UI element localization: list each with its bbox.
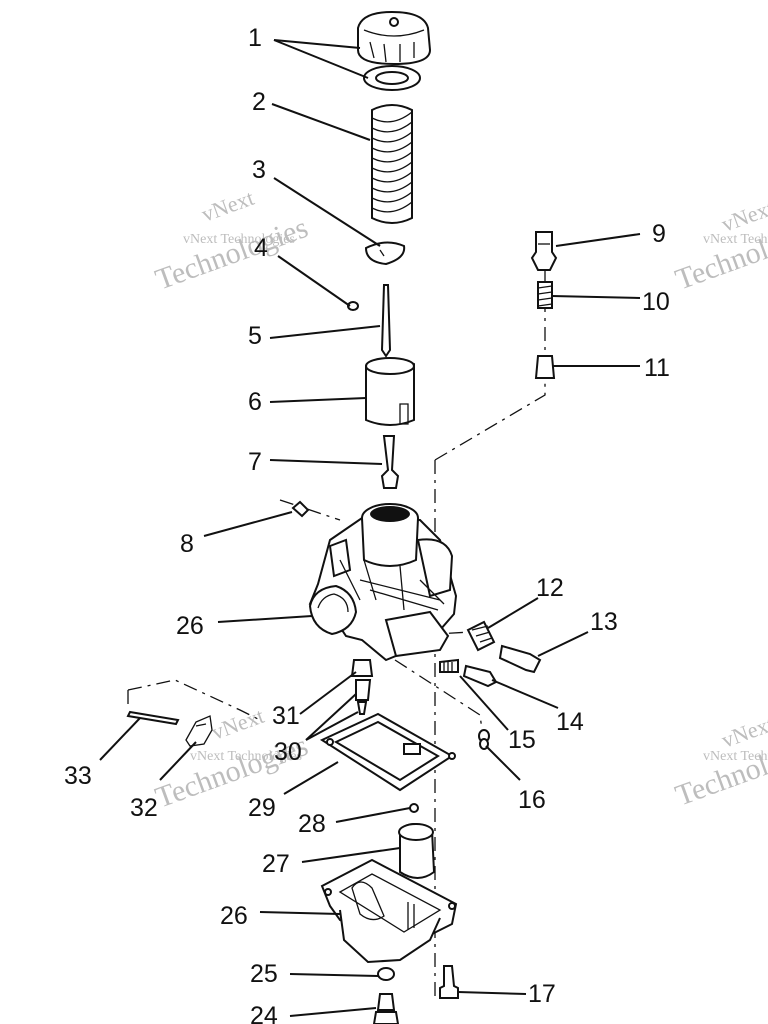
watermark: vNext vNext Technologies Technologies vN… [151, 185, 768, 815]
callout-31: 31 [272, 702, 300, 730]
part-cap [357, 10, 432, 66]
callout-2: 2 [252, 88, 266, 116]
part-drain-plug [372, 993, 400, 1024]
callout-10: 10 [642, 288, 670, 316]
callout-15: 15 [508, 726, 536, 754]
part-ball [409, 803, 419, 813]
part-plug [291, 500, 310, 518]
callout-9: 9 [652, 220, 666, 248]
part-idle-screw [498, 644, 542, 674]
watermark-text: vNext Technologies [183, 232, 295, 247]
part-needle-jet [380, 435, 400, 489]
callout-16: 16 [518, 786, 546, 814]
callout-17: 17 [528, 980, 556, 1008]
callout-26-lower: 26 [220, 902, 248, 930]
part-bowl-screw [439, 965, 459, 999]
watermark-text: vNext [718, 195, 768, 237]
callout-labels: 1 2 3 4 5 6 7 8 9 10 11 12 13 14 15 16 1… [64, 24, 670, 1024]
callout-27: 27 [262, 850, 290, 878]
callout-24: 24 [250, 1002, 278, 1024]
part-fitting [530, 231, 558, 271]
part-pilot-screw [462, 664, 498, 688]
leader-lines [99, 39, 641, 1017]
callout-7: 7 [248, 448, 262, 476]
part-float-bowl [320, 858, 458, 964]
callout-6: 6 [248, 388, 262, 416]
part-spring-screw [466, 620, 496, 652]
callout-30: 30 [274, 738, 302, 766]
part-cap-small [534, 355, 556, 379]
watermark-text: vNext [198, 185, 257, 227]
part-jet-needle [380, 284, 392, 358]
part-spring-small [537, 281, 553, 309]
part-float-gasket [319, 712, 456, 792]
part-float-arm [185, 715, 213, 747]
callout-29: 29 [248, 794, 276, 822]
callout-3: 3 [252, 156, 266, 184]
callout-8: 8 [180, 530, 194, 558]
watermark-text: vNext Technologies [190, 749, 302, 764]
part-e-clip [347, 301, 359, 311]
callout-28: 28 [298, 810, 326, 838]
callout-26-upper: 26 [176, 612, 204, 640]
callout-12: 12 [536, 574, 564, 602]
callout-33: 33 [64, 762, 92, 790]
part-washer [363, 65, 421, 91]
part-float [398, 823, 436, 879]
part-washer-small [377, 967, 395, 981]
part-spring [371, 104, 413, 224]
part-o-ring-small [478, 729, 490, 750]
callout-13: 13 [590, 608, 618, 636]
watermark-text: Technologies [151, 211, 312, 297]
callout-1: 1 [248, 24, 262, 52]
part-main-jet [350, 659, 374, 715]
watermark-text: vNext [718, 711, 768, 753]
part-float-pin [126, 710, 180, 726]
part-spring-pilot [439, 658, 459, 673]
part-retainer-plate [364, 241, 406, 266]
part-carburetor-body [308, 503, 458, 662]
callout-4: 4 [254, 234, 268, 262]
watermark-text: vNext Technologies [703, 232, 768, 247]
watermark-text: vNext Technologies [703, 749, 768, 764]
callout-5: 5 [248, 322, 262, 350]
callout-32: 32 [130, 794, 158, 822]
callout-11: 11 [644, 354, 670, 382]
part-throttle-valve [365, 357, 415, 426]
callout-25: 25 [250, 960, 278, 988]
callout-14: 14 [556, 708, 584, 736]
